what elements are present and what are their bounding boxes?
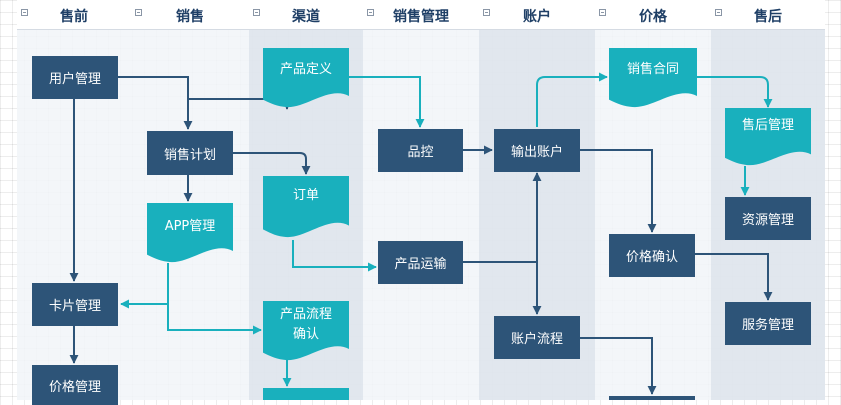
collapse-icon[interactable] — [483, 9, 490, 16]
edge-output-to-contract — [536, 72, 608, 127]
edge-contract-to-aftersale — [697, 76, 773, 108]
lane-title: 价格 — [639, 9, 667, 25]
edge-transport-to-account-flow — [463, 261, 542, 315]
lane-header-channel[interactable]: 渠道 — [249, 0, 363, 30]
node-label: 资源管理 — [741, 213, 794, 228]
node-resource-management[interactable]: 资源管理 — [725, 197, 811, 240]
node-label: 销售计划 — [163, 147, 216, 163]
node-product-transport[interactable]: 产品运输 — [378, 241, 463, 284]
node-order[interactable]: 订单 — [263, 176, 349, 238]
document-shape — [263, 48, 349, 108]
document-shape — [147, 203, 233, 263]
node-label: 销售合同 — [626, 62, 679, 77]
node-account-flow[interactable]: 账户流程 — [494, 316, 580, 359]
document-shape — [263, 301, 349, 361]
lane-header-sales-mgmt[interactable]: 销售管理 — [363, 0, 479, 30]
node-output-account[interactable]: 输出账户 — [494, 129, 580, 172]
node-label: 品控 — [407, 145, 434, 160]
edge-app-to-product-flow — [167, 263, 262, 335]
lane-header-account[interactable]: 账户 — [479, 0, 595, 30]
edge-app-to-card — [120, 263, 169, 309]
node-label: 服务管理 — [741, 318, 794, 333]
node-label: 产品定义 — [279, 62, 332, 77]
node-price-confirm[interactable]: 价格确认 — [609, 234, 695, 277]
node-partial-price[interactable] — [609, 396, 695, 400]
node-label: 价格管理 — [48, 379, 101, 395]
lane-header-sales[interactable]: 销售 — [131, 0, 249, 30]
lane-title: 渠道 — [292, 9, 320, 25]
collapse-icon[interactable] — [21, 9, 28, 16]
lane-title: 账户 — [523, 9, 551, 25]
lane-header-presale[interactable]: 售前 — [17, 0, 131, 30]
node-price-management-presale[interactable]: 价格管理 — [32, 365, 118, 405]
node-product-flow-confirm[interactable]: 产品流程确认 — [263, 301, 349, 361]
node-label: 售后管理 — [741, 118, 794, 133]
document-shape — [609, 48, 697, 108]
collapse-icon[interactable] — [135, 9, 142, 16]
lane-title: 销售管理 — [393, 9, 449, 25]
node-quality-control[interactable]: 品控 — [378, 129, 463, 172]
lane-header-aftersale[interactable]: 售后 — [711, 0, 825, 30]
node-label: 输出账户 — [510, 145, 563, 160]
edge-plan-to-order — [233, 152, 311, 175]
node-partial-document[interactable] — [263, 388, 349, 400]
collapse-icon[interactable] — [367, 9, 374, 16]
collapse-icon[interactable] — [599, 9, 606, 16]
node-label: APP管理 — [164, 219, 216, 234]
edge-price-confirm-to-service — [695, 253, 773, 301]
node-app-management[interactable]: APP管理 — [147, 203, 233, 263]
edge-output-to-price-confirm — [580, 149, 657, 233]
node-label: 产品流程确认 — [279, 307, 332, 342]
lane-title: 售后 — [754, 9, 782, 25]
node-label: 用户管理 — [48, 72, 101, 87]
edge-order-to-transport — [292, 240, 377, 272]
collapse-icon[interactable] — [253, 9, 260, 16]
node-user-management[interactable]: 用户管理 — [32, 56, 118, 99]
lane-header-price[interactable]: 价格 — [595, 0, 711, 30]
node-label: 账户流程 — [510, 332, 563, 347]
node-product-definition[interactable]: 产品定义 — [263, 48, 349, 108]
lane-title: 售前 — [60, 9, 88, 25]
collapse-icon[interactable] — [715, 9, 722, 16]
node-sales-plan[interactable]: 销售计划 — [147, 131, 233, 175]
edge-define-to-qc — [348, 76, 425, 128]
node-card-management[interactable]: 卡片管理 — [32, 283, 118, 326]
node-aftersale-management[interactable]: 售后管理 — [725, 108, 811, 166]
node-label: 卡片管理 — [48, 299, 101, 314]
node-label: 产品运输 — [394, 257, 447, 272]
document-shape — [725, 108, 811, 166]
node-label: 订单 — [292, 188, 319, 203]
edge-user-to-sales-plan — [118, 76, 193, 130]
document-shape — [263, 176, 349, 238]
lane-title: 销售 — [176, 9, 204, 25]
edge-account-flow-to-price — [580, 337, 657, 395]
node-label: 价格确认 — [625, 250, 678, 265]
node-sales-contract[interactable]: 销售合同 — [609, 48, 697, 108]
node-service-management[interactable]: 服务管理 — [725, 302, 811, 345]
